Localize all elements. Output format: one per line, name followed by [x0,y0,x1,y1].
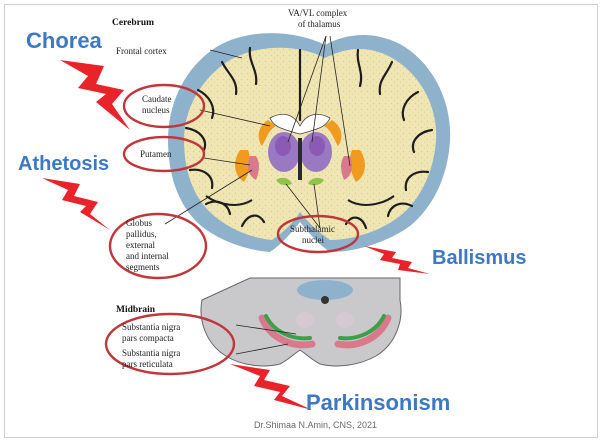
sn-compacta-label-line1: Substantia nigra [122,322,180,332]
slide-credit: Dr.Shimaa N.Amin, CNS, 2021 [254,420,377,430]
va-vl-label-line1: VA/VL complex [288,8,348,18]
caudate-label-line1: Caudate [142,94,172,104]
frontal-cortex-label: Frontal cortex [116,46,167,56]
cerebrum-section [168,33,450,252]
chorea-title: Chorea [26,28,103,53]
midbrain-heading: Midbrain [116,305,156,315]
globus-label-line2: pallidus, [126,229,157,239]
va-vl-label-line2: of thalamus [298,19,341,29]
sn-reticulata-label-line1: Substantia nigra [122,348,180,358]
sn-compacta-label-line2: pars compacta [122,333,174,343]
globus-label-line3: external [126,240,155,250]
globus-label-line1: Globus [126,218,153,228]
athetosis-title: Athetosis [18,153,109,175]
globus-label-line5: segments [126,262,160,272]
parkinsonism-title: Parkinsonism [306,390,450,415]
va-vl-right [309,136,325,156]
putamen-label: Putamen [140,149,172,159]
va-vl-left [275,136,291,156]
third-ventricle [298,138,302,180]
lightning-icon [230,364,312,410]
cerebrum-heading: Cerebrum [112,18,154,28]
cerebral-aqueduct [321,296,329,304]
subthalamic-label-line1: Subthalamic [290,224,335,234]
caudate-label-line2: nucleus [142,105,170,115]
red-nucleus-right [336,312,354,328]
red-nucleus-left [296,312,314,328]
subthalamic-label-line2: nuclei [302,235,324,245]
globus-label-line4: and internal [126,251,169,261]
lightning-icon [42,178,110,230]
lightning-icon [60,60,130,130]
lightning-icon [364,246,430,274]
ballismus-title: Ballismus [432,247,526,269]
sn-reticulata-label-line2: pars reticulata [122,359,173,369]
